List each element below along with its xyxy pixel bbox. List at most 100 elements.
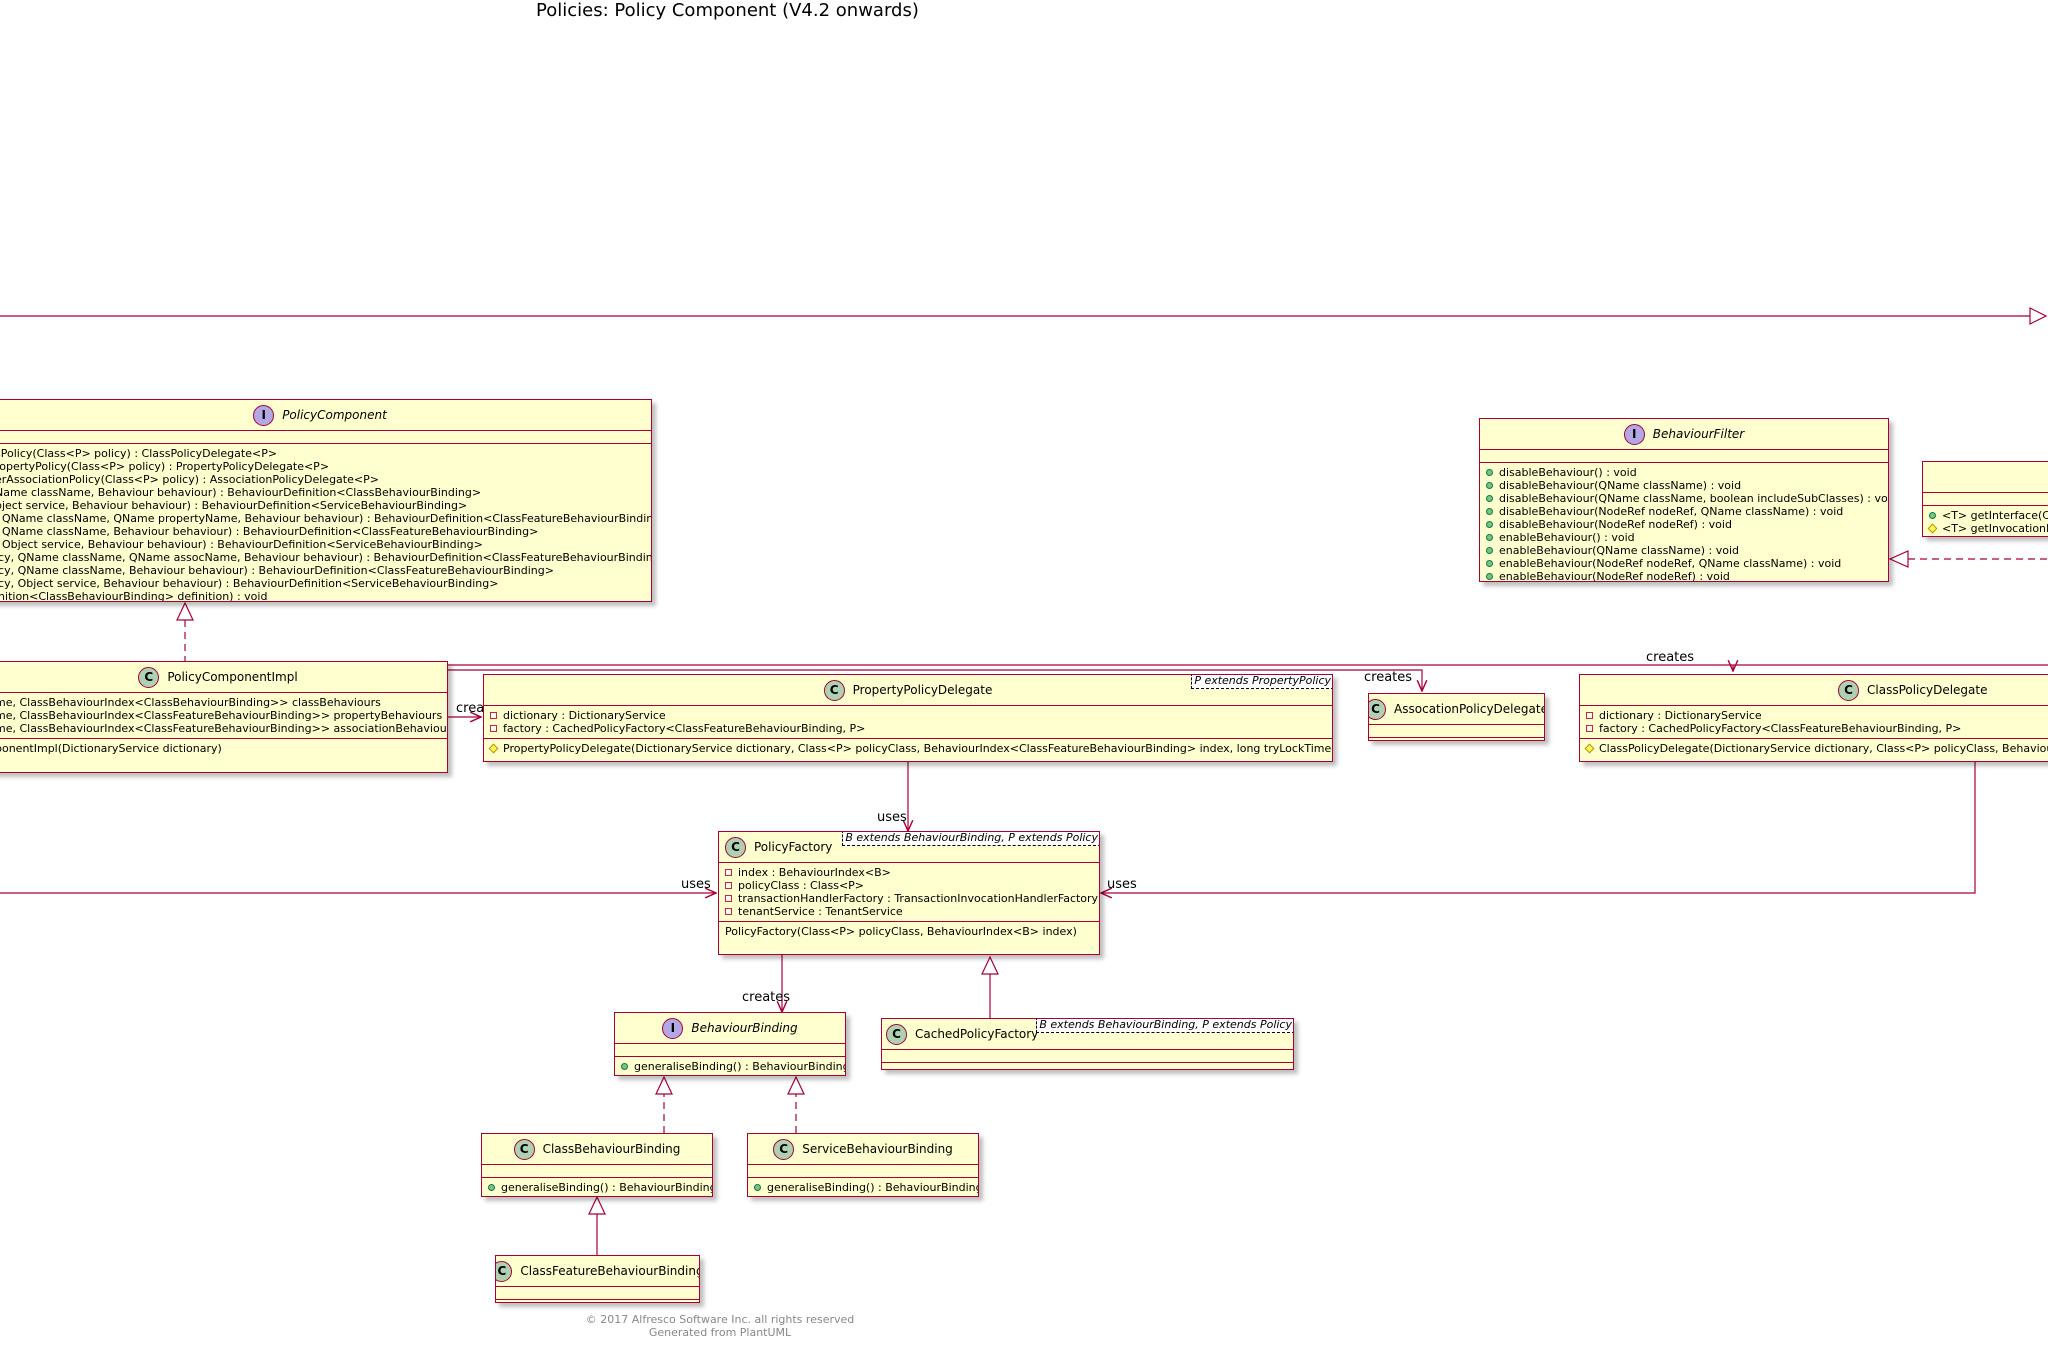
public-icon [1486,469,1493,476]
class-property-policy-delegate[interactable]: C PropertyPolicyDelegate P extends Prope… [483,674,1333,762]
field-row: me, ClassBehaviourIndex<ClassFeatureBeha… [0,722,448,735]
public-icon [1929,512,1936,519]
class-name: PolicyComponentImpl [167,670,298,684]
edge-label-creates-top: creates [1646,650,1695,665]
edge-label-uses-delegate: uses [877,810,907,825]
private-icon [725,895,732,902]
class-header: C PropertyPolicyDelegate P extends Prope… [484,675,1332,706]
class-name: ClassBehaviourBinding [542,1142,681,1156]
edge-uses-right [1101,762,1976,893]
fields-section [482,1165,712,1178]
method-row: generaliseBinding() : BehaviourBinding [488,1181,712,1194]
realization-triangle-class-binding [655,1075,673,1095]
realization-triangle-component [176,601,194,621]
method-row: disableBehaviour(NodeRef nodeRef, QName … [1486,505,1882,518]
class-badge-icon: C [823,679,845,701]
interface-badge-icon: I [253,404,275,426]
class-header: I BehaviourFilter [1480,419,1888,450]
footer: © 2017 Alfresco Software Inc. all rights… [560,1313,880,1339]
method-row: erAssociationPolicy(Class<P> policy) : A… [0,473,379,486]
class-badge-icon: C [725,836,746,858]
private-icon [725,869,732,876]
method-row: , QName className, QName propertyName, B… [0,512,652,525]
method-row: <T> getInvocationH [1927,522,2048,535]
field-row: dictionary : DictionaryService [490,709,1326,722]
public-icon [1486,495,1493,502]
class-header: C ClassFeatureBehaviourBinding [496,1256,699,1287]
fields-section: dictionary : DictionaryService factory :… [484,706,1332,739]
methods-section: disableBehaviour() : void disableBehavio… [1480,463,1888,581]
class-header: C ClassPolicyDelegate [1580,675,2048,706]
field-row: dictionary : DictionaryService [1586,709,2048,722]
class-badge-icon: C [513,1138,535,1160]
class-header: C ClassBehaviourBinding [482,1134,712,1165]
generic-parameter: P extends PropertyPolicy [1191,675,1332,689]
fields-section: index : BehaviourIndex<B> policyClass : … [719,863,1099,922]
class-policy-factory[interactable]: C PolicyFactory B extends BehaviourBindi… [718,831,1100,955]
public-icon [1486,521,1493,528]
private-icon [1586,725,1593,732]
method-row: ropertyPolicy(Class<P> policy) : Propert… [0,460,330,473]
class-behaviour-filter[interactable]: I BehaviourFilter disableBehaviour() : v… [1479,418,1889,582]
edge-label-creates-binding: creates [742,990,791,1005]
method-row: ponentImpl(DictionaryService dictionary) [0,742,222,755]
edge-label-uses-left: uses [681,877,711,892]
method-row: bject service, Behaviour behaviour) : Be… [0,499,468,512]
public-icon [621,1063,628,1070]
protected-icon [488,743,499,754]
class-cached-policy-factory[interactable]: C CachedPolicyFactory B extends Behaviou… [881,1018,1294,1070]
protected-icon [1927,523,1938,534]
method-row: , Object service, Behaviour behaviour) :… [0,538,483,551]
class-name: PolicyComponent [282,408,387,422]
fields-section [496,1287,699,1300]
class-class-behaviour-binding[interactable]: C ClassBehaviourBinding generaliseBindin… [481,1133,713,1197]
methods-section: ponentImpl(DictionaryService dictionary) [0,739,447,758]
realization-triangle-filter [1888,550,1909,568]
public-icon [754,1184,761,1191]
class-name: CachedPolicyFactory [915,1027,1039,1041]
edge-label-creates-assoc: creates [1364,670,1413,685]
field-row: factory : CachedPolicyFactory<ClassFeatu… [490,722,1326,735]
method-row: <T> getInterface(C [1929,509,2048,522]
class-header: I BehaviourBinding [615,1013,845,1044]
generic-parameter: B extends BehaviourBinding, P extends Po… [842,832,1099,846]
class-assocation-policy-delegate[interactable]: C AssocationPolicyDelegate [1368,693,1545,741]
class-header: C CachedPolicyFactory B extends Behaviou… [882,1019,1293,1050]
method-row: generaliseBinding() : BehaviourBinding [754,1181,978,1194]
class-badge-icon: C [1838,679,1859,701]
public-icon [488,1184,495,1191]
public-icon [1486,573,1493,580]
fields-section [882,1050,1293,1063]
public-icon [1486,482,1493,489]
class-policy-component[interactable]: I PolicyComponent sPolicy(Class<P> polic… [0,399,652,602]
field-row: me, ClassBehaviourIndex<ClassBehaviourBi… [0,696,381,709]
method-row: disableBehaviour(QName className, boolea… [1486,492,1888,505]
private-icon [490,725,497,732]
class-name: ClassFeatureBehaviourBinding [520,1264,700,1278]
class-header: C AssocationPolicyDelegate [1369,694,1544,725]
class-service-behaviour-binding[interactable]: C ServiceBehaviourBinding generaliseBind… [747,1133,979,1197]
method-row: generaliseBinding() : BehaviourBinding [621,1060,845,1073]
method-row: PropertyPolicyDelegate(DictionaryService… [488,742,1332,755]
field-row: tenantService : TenantService [725,905,1093,918]
class-badge-icon: C [1369,698,1387,720]
fields-section [1480,450,1888,463]
interface-badge-icon: I [1623,423,1645,445]
fields-section [615,1044,845,1057]
class-policy-component-impl[interactable]: C PolicyComponentImpl me, ClassBehaviour… [0,661,448,773]
field-row: factory : CachedPolicyFactory<ClassFeatu… [1586,722,2048,735]
generalization-triangle-class-binding [588,1195,606,1215]
methods-section: ClassPolicyDelegate(DictionaryService di… [1580,739,2048,758]
methods-section [1369,738,1544,740]
class-class-feature-behaviour-binding[interactable]: C ClassFeatureBehaviourBinding [495,1255,700,1303]
method-row: disableBehaviour() : void [1486,466,1882,479]
private-icon [1586,712,1593,719]
field-row: policyClass : Class<P> [725,879,1093,892]
class-right-partial[interactable]: <T> getInterface(C <T> getInvocationH [1922,461,2048,537]
methods-section [496,1300,699,1302]
class-class-policy-delegate[interactable]: C ClassPolicyDelegate dictionary : Dicti… [1579,674,2048,762]
class-behaviour-binding[interactable]: I BehaviourBinding generaliseBinding() :… [614,1012,846,1076]
public-icon [1486,547,1493,554]
method-row: PolicyFactory(Class<P> policyClass, Beha… [725,925,1077,938]
public-icon [1486,508,1493,515]
